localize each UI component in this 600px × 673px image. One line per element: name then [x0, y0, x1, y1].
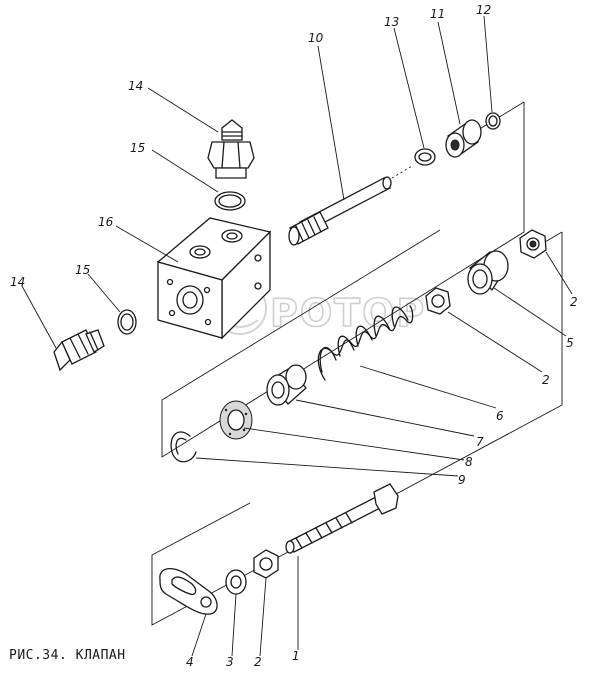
- callout-15-left: 15: [75, 263, 90, 277]
- cap-5: [467, 250, 509, 295]
- watermark-logo: РОТОР: [213, 281, 426, 336]
- leader-lines: [21, 15, 573, 657]
- callout-2-lower: 2: [254, 655, 262, 669]
- callout-11: 11: [430, 7, 445, 21]
- upper-assembly-outline: [161, 102, 525, 458]
- callout-2-middle: 2: [542, 373, 550, 387]
- spring-seat-7: [266, 364, 307, 406]
- callout-1: 1: [292, 649, 300, 663]
- callout-3: 3: [226, 655, 234, 669]
- callout-12: 12: [476, 3, 491, 17]
- figure-caption: РИС.34. КЛАПАН: [9, 648, 126, 663]
- callout-15-top: 15: [130, 141, 145, 155]
- valve-body-block: [156, 217, 272, 340]
- watermark-text: РОТОР: [270, 291, 426, 335]
- callout-13: 13: [384, 15, 399, 29]
- lower-outline-link: [544, 231, 563, 243]
- callout-4: 4: [186, 655, 194, 669]
- callout-labels: 14 15 16 14 15 10 13 11 12 2 5 2 6 7 8 9…: [10, 3, 578, 669]
- bolt-1: [285, 483, 399, 554]
- top-fitting-14: [207, 119, 255, 179]
- nut-2-middle: [425, 287, 451, 315]
- valve-stem-10: [288, 176, 392, 246]
- callout-14-top: 14: [128, 79, 143, 93]
- nut-2-lower: [253, 549, 279, 579]
- callout-7: 7: [476, 435, 484, 449]
- spring-6: [317, 305, 414, 381]
- lower-assembly-outline: [151, 232, 563, 626]
- nut-2-upper: [519, 229, 547, 259]
- left-fitting-14: [53, 329, 105, 372]
- callout-9: 9: [458, 473, 466, 487]
- callout-5: 5: [566, 336, 574, 350]
- seal-8: [219, 400, 253, 440]
- callout-10: 10: [308, 31, 324, 45]
- callout-16: 16: [98, 215, 114, 229]
- circlip-9: [170, 431, 197, 463]
- bracket-4: [159, 568, 218, 615]
- bushing-11: [445, 119, 482, 158]
- callout-2-upper: 2: [570, 295, 578, 309]
- ring-12: [485, 112, 501, 130]
- callout-6: 6: [496, 409, 504, 423]
- callout-14-left: 14: [10, 275, 25, 289]
- washer-3: [225, 569, 247, 595]
- washer-13: [414, 148, 436, 166]
- callout-8: 8: [465, 455, 473, 469]
